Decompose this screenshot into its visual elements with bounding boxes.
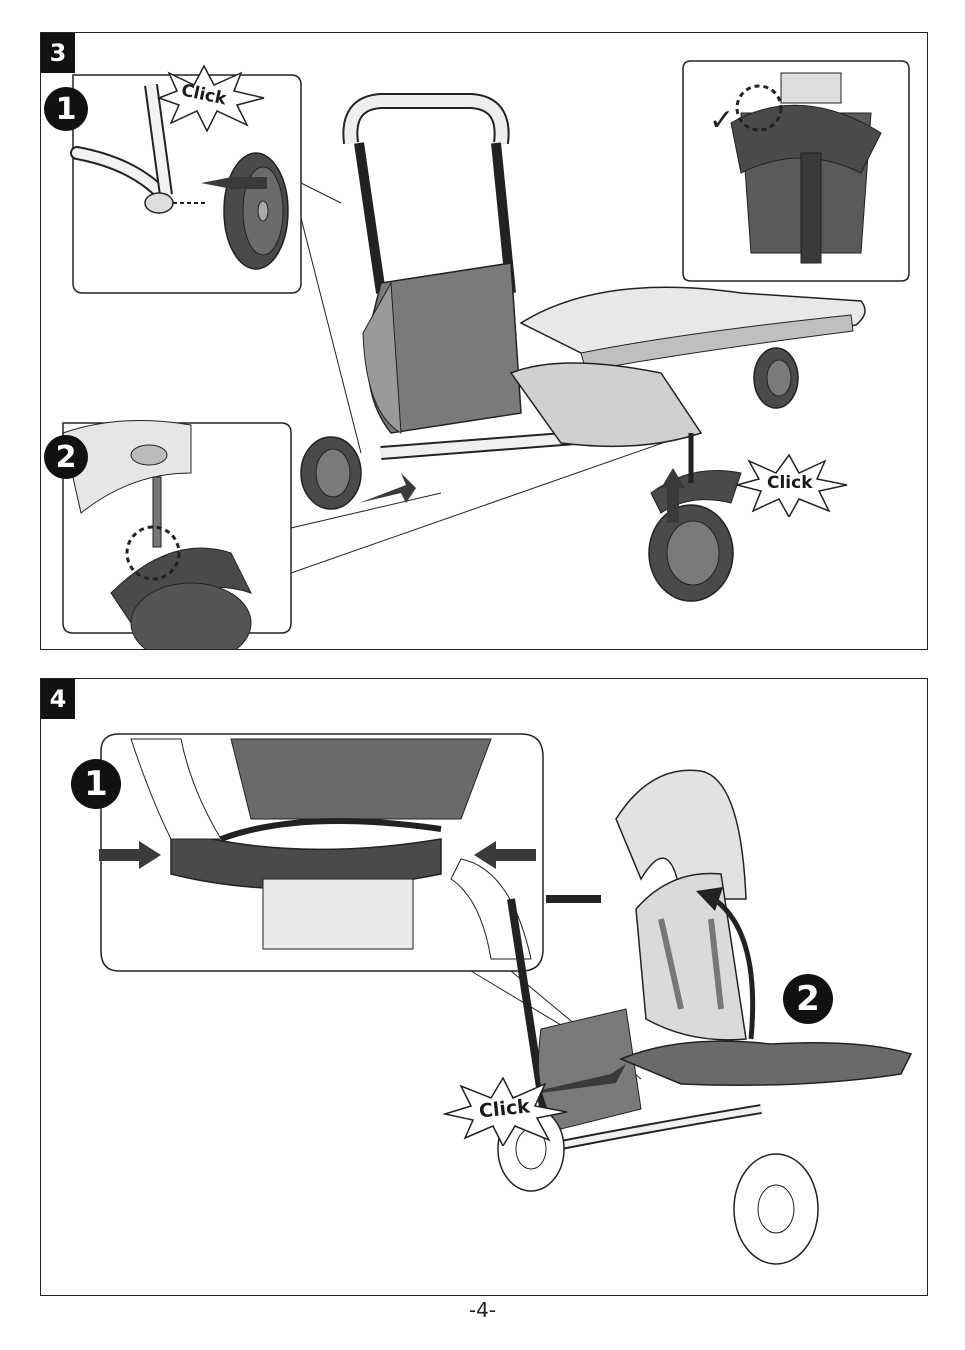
step-4-panel: 4 <box>40 678 928 1296</box>
page-number: -4- <box>0 1298 965 1322</box>
click-burst-icon: Click <box>441 1074 571 1146</box>
detail-handle-box <box>99 734 543 971</box>
click-label: Click <box>767 473 813 493</box>
click-burst-icon: Click <box>731 453 851 517</box>
detail-2-box <box>63 421 291 651</box>
step-3-badge: 3 <box>41 33 75 73</box>
checkmark-icon: ✓ <box>709 103 734 138</box>
check-inset-box <box>683 61 909 281</box>
callout-1-icon: 1 <box>44 87 88 131</box>
step-4-badge: 4 <box>41 679 75 719</box>
callout-2-icon: 2 <box>783 974 833 1024</box>
callout-2-icon: 2 <box>44 435 88 479</box>
click-burst-icon: Click <box>149 63 269 133</box>
step-3-panel: 3 <box>40 32 928 650</box>
callout-1-icon: 1 <box>71 759 121 809</box>
tricycle-step4 <box>498 770 911 1264</box>
